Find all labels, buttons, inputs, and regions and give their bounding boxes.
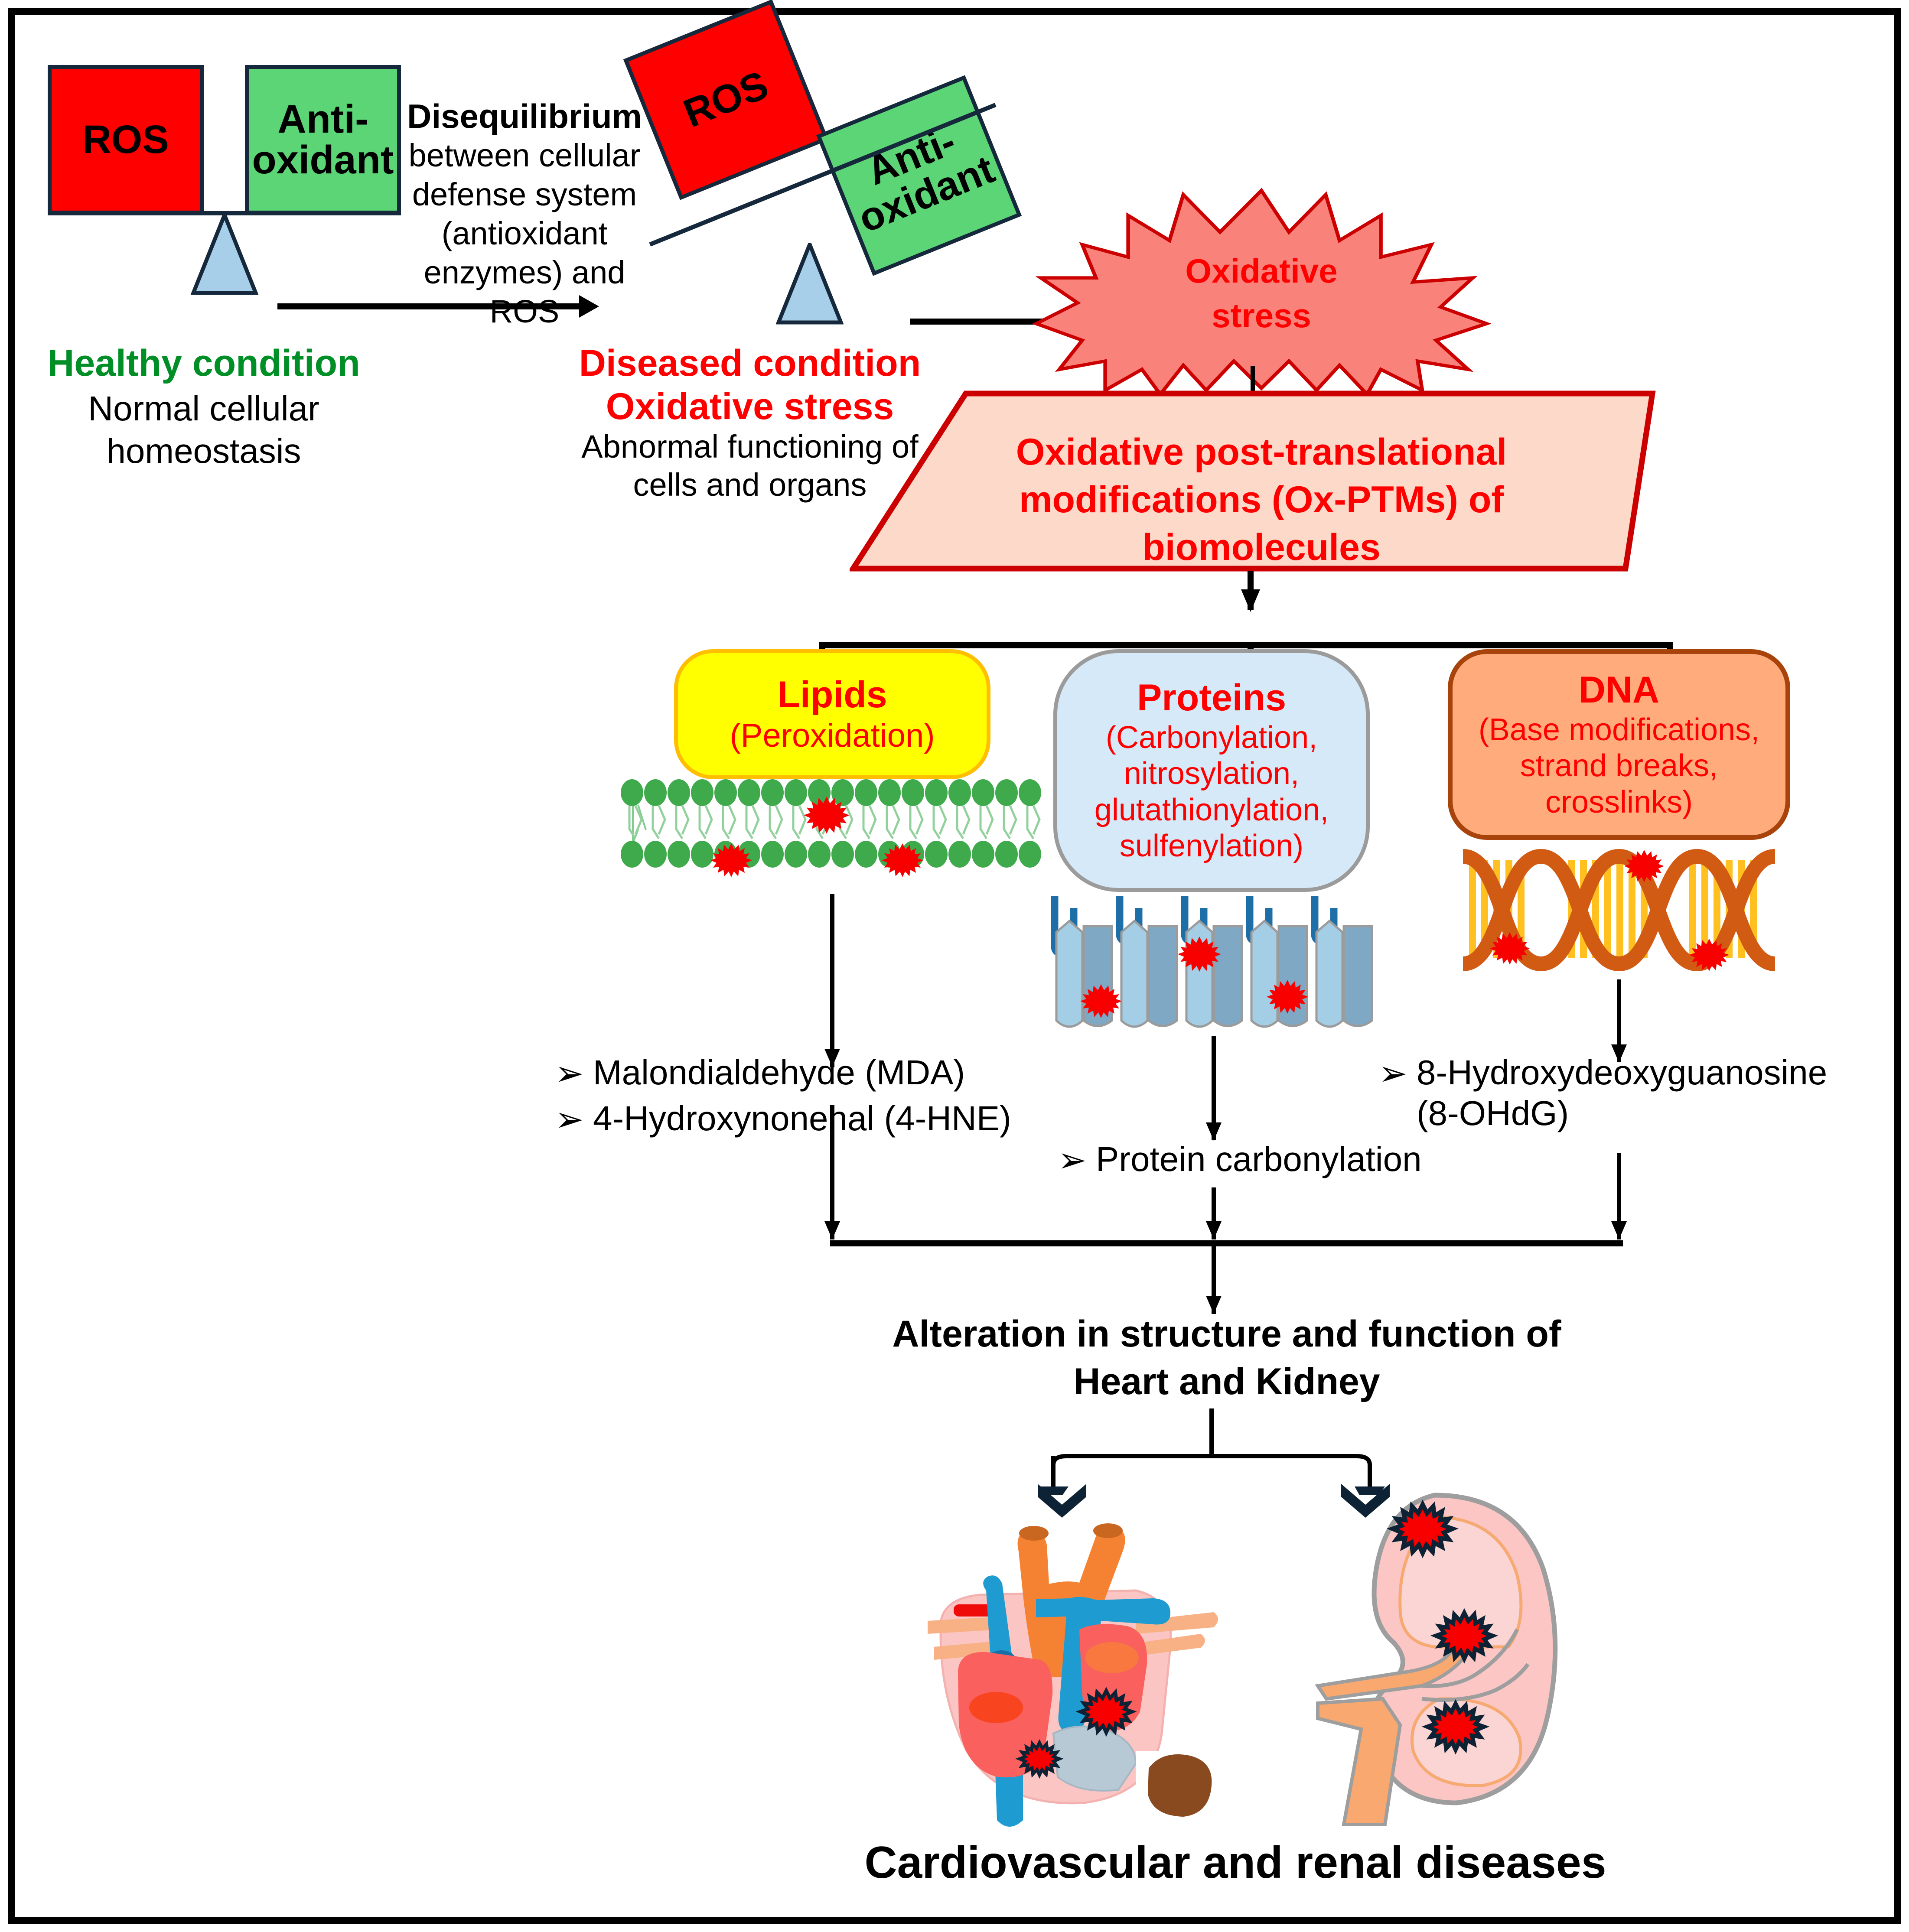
list-item: ➢ Protein carbonylation [1058, 1140, 1422, 1179]
lipid-marker-0: Malondialdehyde (MDA) [593, 1053, 965, 1092]
transition-line-1: Disequilibrium [407, 97, 642, 135]
kidney-illustration [1292, 1482, 1621, 1833]
transition-line-2: between cellular [408, 137, 641, 173]
transition-line-6: ROS [489, 293, 560, 329]
ox-ptm-line2: modifications (Ox-PTMs) of [1019, 479, 1504, 520]
proteins-subtext-1: nitrosylation, [1124, 756, 1300, 791]
lipids-box: Lipids (Peroxidation) [674, 649, 990, 779]
healthy-condition-body-line2: homeostasis [106, 432, 301, 470]
healthy-condition-title: Healthy condition [47, 342, 360, 384]
fulcrum-healthy [190, 209, 259, 296]
ox-ptm-trapezoid: Oxidative post-translational modificatio… [848, 390, 1656, 572]
burst-label-line1: Oxidative [1185, 252, 1338, 290]
bullet-glyph-icon: ➢ [1378, 1053, 1408, 1093]
proteins-heading: Proteins [1137, 677, 1287, 719]
dna-subtext-0: (Base modifications, [1478, 712, 1760, 747]
list-item: ➢ Malondialdehyde (MDA) [555, 1053, 1011, 1093]
dna-box: DNA (Base modifications, strand breaks, … [1448, 649, 1790, 840]
lipids-heading: Lipids [777, 674, 887, 716]
bullet-glyph-icon: ➢ [555, 1053, 584, 1093]
antioxidant-box-healthy: Anti- oxidant [245, 65, 401, 215]
protein-marker-0: Protein carbonylation [1096, 1140, 1422, 1178]
heart-illustration [893, 1491, 1248, 1833]
proteins-subtext-0: (Carbonylation, [1105, 720, 1318, 755]
ox-ptm-line1: Oxidative post-translational [1016, 431, 1507, 473]
antioxidant-label-tilted: Anti- oxidant [852, 119, 1000, 241]
transition-line-3: defense system [412, 176, 637, 212]
protein-marker-list: ➢ Protein carbonylation [1058, 1140, 1422, 1186]
list-item: ➢ 4-Hydroxynonenal (4-HNE) [555, 1099, 1011, 1138]
lipid-marker-1: 4-Hydroxynonenal (4-HNE) [593, 1099, 1011, 1138]
dna-heading: DNA [1578, 669, 1660, 711]
dna-marker-0: 8-Hydroxydeoxyguanosine [1417, 1053, 1828, 1092]
proteins-subtext-2: glutathionylation, [1094, 792, 1329, 827]
dna-marker-1: (8-OHdG) [1417, 1093, 1569, 1132]
oxidative-stress-burst: Oxidative stress [1032, 186, 1492, 397]
fulcrum-diseased [775, 239, 844, 325]
proteins-subtext-3: sulfenylation) [1119, 829, 1304, 864]
final-caption: Cardiovascular and renal diseases [864, 1838, 1606, 1888]
diseased-condition-body-line1: Abnormal functioning of [581, 429, 919, 465]
diseased-condition-title-line1: Diseased condition [579, 342, 921, 384]
dna-helix-illustration [1462, 841, 1776, 979]
proteins-box: Proteins (Carbonylation, nitrosylation, … [1053, 649, 1370, 892]
ros-label: ROS [82, 117, 169, 162]
burst-label-line2: stress [1212, 296, 1311, 335]
lipids-subtext-0: (Peroxidation) [730, 717, 935, 754]
transition-line-4: (antioxidant [441, 215, 608, 251]
transition-line-5: enzymes) and [423, 254, 625, 290]
dna-subtext-2: crosslinks) [1545, 784, 1693, 820]
ros-label-tilted: ROS [678, 62, 775, 136]
list-item: (8-OHdG) [1378, 1094, 1827, 1133]
list-item: ➢ 8-Hydroxydeoxyguanosine [1378, 1053, 1828, 1093]
ros-box-healthy: ROS [48, 65, 204, 215]
protein-helix-illustration [1047, 891, 1381, 1040]
outcome-line1: Alteration in structure and function of [892, 1313, 1561, 1355]
chevron-down-icon-heart [1036, 1482, 1088, 1521]
ox-ptm-line3: biomolecules [1142, 527, 1381, 568]
ros-box-diseased: ROS [623, 0, 829, 200]
dna-marker-list: ➢ 8-Hydroxydeoxyguanosine (8-OHdG) [1378, 1053, 1827, 1139]
bullet-glyph-icon: ➢ [1058, 1140, 1087, 1180]
diseased-condition-title-line2: Oxidative stress [606, 386, 894, 427]
lipid-bilayer-illustration [621, 778, 1046, 895]
lipid-marker-list: ➢ Malondialdehyde (MDA) ➢ 4-Hydroxynonen… [555, 1053, 1011, 1145]
dna-subtext-1: strand breaks, [1520, 748, 1718, 784]
diseased-condition-body-line2: cells and organs [633, 467, 867, 503]
healthy-condition-body-line1: Normal cellular [88, 389, 319, 428]
outcome-line2: Heart and Kidney [1073, 1361, 1380, 1402]
antioxidant-label: Anti- oxidant [252, 97, 394, 182]
chevron-down-icon-kidney [1339, 1482, 1391, 1521]
bullet-glyph-icon: ➢ [555, 1099, 584, 1139]
